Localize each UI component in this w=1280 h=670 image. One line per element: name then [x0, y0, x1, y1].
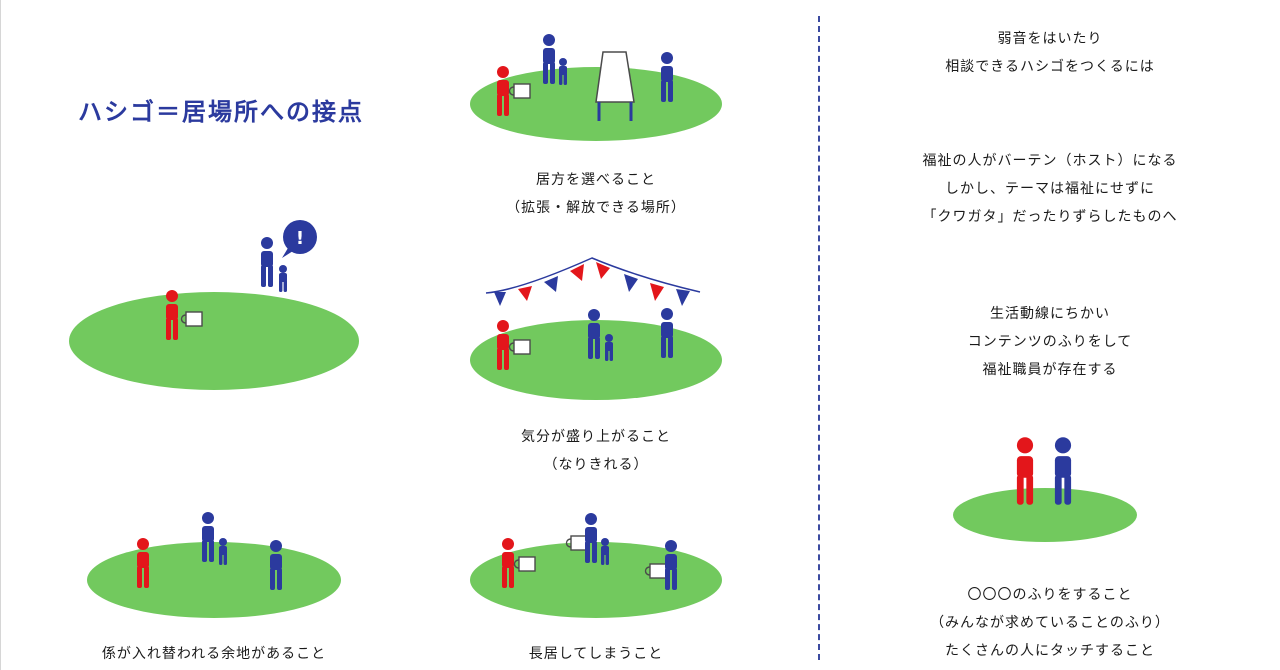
grass-mid-center — [470, 320, 722, 400]
right-block-2: 福祉の人がバーテン（ホスト）になる しかし、テーマは福祉にせずに 「クワガタ」だ… — [880, 147, 1220, 231]
table-icon — [595, 51, 635, 121]
caption-line: 長居してしまうこと — [528, 646, 664, 662]
bunting-icon — [485, 257, 701, 306]
caption-line: （なりきれる） — [543, 457, 649, 473]
caption-choose-place: 居方を選べること （拡張・解放できる場所） — [496, 166, 696, 222]
caption-mood-up: 気分が盛り上がること （なりきれる） — [496, 423, 696, 479]
right-line: 相談できるハシゴをつくるには — [945, 59, 1155, 75]
column-divider — [818, 16, 820, 660]
caption-stay-long: 長居してしまうこと — [496, 640, 696, 668]
page-title: ハシゴ＝居場所への接点 — [78, 98, 364, 126]
right-line: 「クワガタ」だったりずらしたものへ — [922, 209, 1178, 225]
right-line: しかし、テーマは福祉にせずに — [945, 181, 1155, 197]
right-line: （みんなが求めていることのふり） — [930, 615, 1170, 631]
right-block-3: 生活動線にちかい コンテンツのふりをして 福祉職員が存在する — [880, 300, 1220, 384]
person-blue-icon — [261, 237, 273, 287]
right-line: 福祉の人がバーテン（ホスト）になる — [922, 153, 1178, 169]
speech-bubble-icon: ! — [282, 220, 317, 258]
caption-line: 係が入れ替われる余地があること — [101, 646, 327, 662]
right-line: コンテンツのふりをして — [967, 334, 1133, 350]
caption-role-swap: 係が入れ替われる余地があること — [74, 640, 354, 668]
right-line: たくさんの人にタッチすること — [945, 643, 1155, 659]
right-block-4: 〇〇〇のふりをすること （みんなが求めていることのふり） たくさんの人にタッチす… — [880, 581, 1220, 665]
person-kid-icon — [279, 265, 287, 292]
grass-top-center — [470, 67, 722, 141]
caption-line: 気分が盛り上がること — [521, 429, 671, 445]
right-line: 弱音をはいたり — [997, 31, 1103, 47]
grass-right — [953, 488, 1137, 542]
caption-line: （拡張・解放できる場所） — [506, 200, 686, 216]
right-line: 福祉職員が存在する — [982, 362, 1118, 378]
speech-bubble-mark: ! — [296, 228, 304, 249]
right-block-1: 弱音をはいたり 相談できるハシゴをつくるには — [880, 25, 1220, 81]
caption-line: 居方を選べること — [536, 172, 656, 188]
right-line: 生活動線にちかい — [990, 306, 1110, 322]
grass-large — [69, 292, 359, 390]
right-line: 〇〇〇のふりをすること — [967, 587, 1133, 603]
page-edge — [0, 0, 1, 670]
